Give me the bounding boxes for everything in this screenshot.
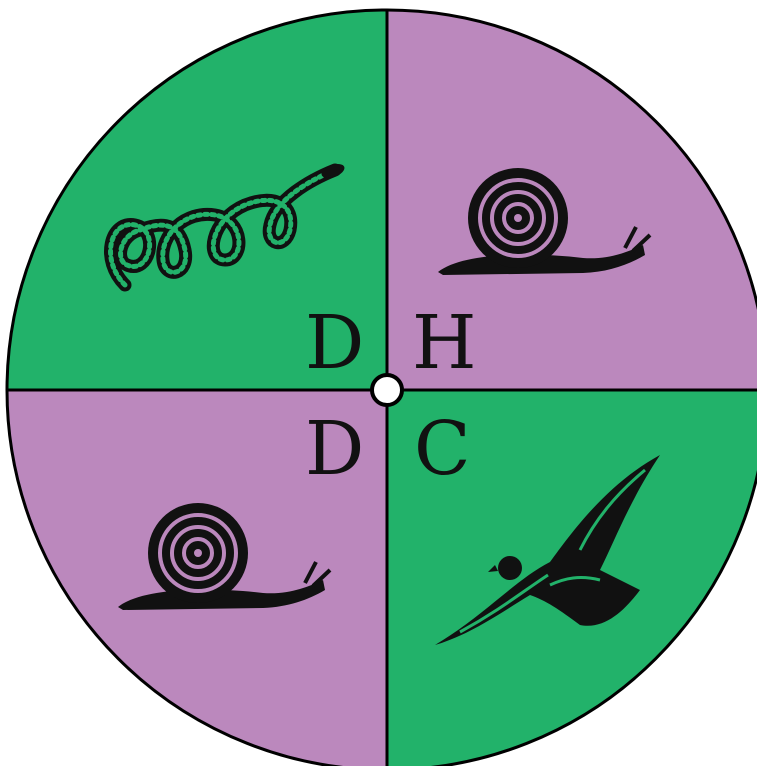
letter-bottom-right: C xyxy=(414,406,471,492)
letter-top-right: H xyxy=(412,300,477,386)
letter-top-left: D xyxy=(305,300,364,386)
center-hub xyxy=(372,375,402,405)
letter-bottom-left: D xyxy=(305,406,364,492)
